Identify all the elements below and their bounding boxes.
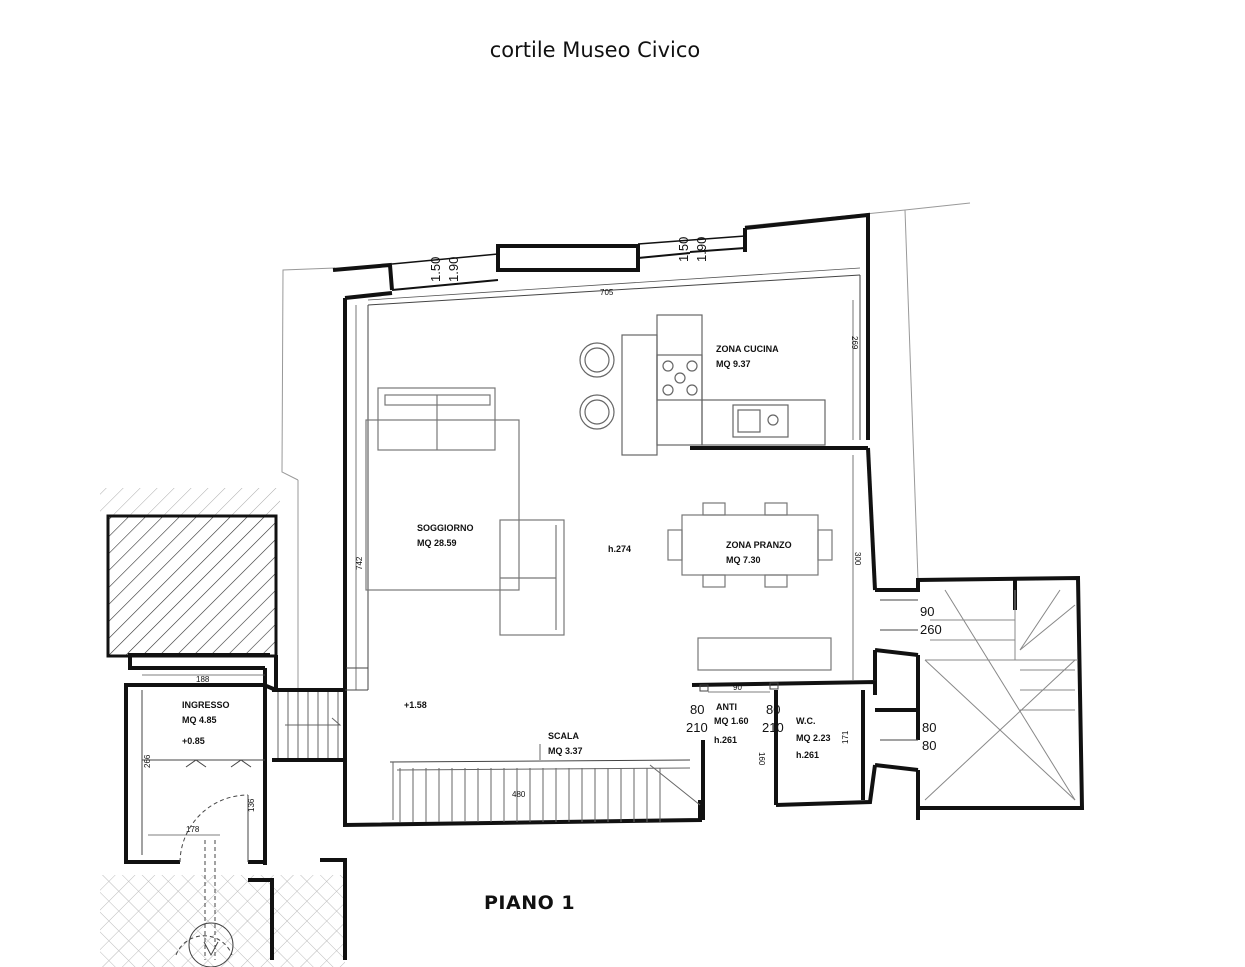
room-pranzo-area: MQ 7.30 — [726, 555, 761, 565]
dim-ingresso-door: 136 — [247, 798, 256, 812]
sink — [732, 404, 789, 438]
sideboard — [697, 637, 832, 671]
anti-door-height: 210 — [686, 720, 708, 735]
room-cucina-area: MQ 9.37 — [716, 359, 751, 369]
room-ingresso-level: +0.85 — [182, 736, 205, 746]
dim-wc-depth: 171 — [841, 730, 850, 744]
floor-label: PIANO 1 — [484, 892, 576, 914]
room-anti-height: h.261 — [714, 735, 737, 745]
cooktop — [656, 354, 703, 401]
room-soggiorno-height: h.274 — [608, 544, 631, 554]
courtyard-label: cortile Museo Civico — [489, 38, 701, 62]
stair-door-width: 90 — [920, 604, 934, 619]
door-swings — [175, 794, 249, 960]
room-anti-name: ANTI — [716, 702, 737, 712]
stair-direction-arrow — [285, 717, 342, 726]
room-soggiorno-area: MQ 28.59 — [417, 538, 457, 548]
room-ingresso-area: MQ 4.85 — [182, 715, 217, 725]
room-ingresso-name: INGRESSO — [182, 700, 230, 710]
living-furniture — [365, 387, 833, 671]
dim-left-height: 742 — [355, 556, 364, 570]
dimension-lines — [142, 267, 861, 836]
kitchen-counter-right — [701, 399, 826, 446]
dim-anti-depth: 160 — [757, 752, 766, 766]
kitchen-island — [621, 334, 658, 456]
anti-door-width: 80 — [690, 702, 704, 717]
room-scala-name: SCALA — [548, 731, 579, 741]
kitchen-fixtures — [579, 314, 826, 456]
room-scala-area: MQ 3.37 — [548, 746, 583, 756]
rug — [365, 419, 520, 591]
dim-anti-width: 90 — [733, 683, 742, 692]
dim-top-width: 705 — [600, 288, 614, 297]
window-2-head: 1.90 — [694, 237, 709, 262]
dim-stair-length: 480 — [512, 790, 526, 799]
right-door-width: 80 — [922, 720, 936, 735]
dim-ingresso-depth: 266 — [143, 754, 152, 768]
room-soggiorno-name: SOGGIORNO — [417, 523, 474, 533]
right-door-height: 80 — [922, 738, 936, 753]
markers — [185, 682, 779, 967]
kitchen-counter-left — [656, 314, 703, 446]
dim-ingresso-bottom: 178 — [186, 825, 200, 834]
ingresso-stair — [277, 692, 342, 758]
adjoining-wall-block — [100, 488, 345, 967]
room-cucina-name: ZONA CUCINA — [716, 344, 779, 354]
room-pranzo-name: ZONA PRANZO — [726, 540, 792, 550]
main-stair — [392, 762, 701, 822]
right-stair-well — [924, 589, 1078, 801]
room-wc-name: W.C. — [796, 716, 816, 726]
dim-ingresso-width: 188 — [196, 675, 210, 684]
window-1-head: 1.90 — [446, 257, 461, 282]
stair-door-height: 260 — [920, 622, 942, 637]
window-2-sill: 1.50 — [676, 237, 691, 262]
dim-pranzo-depth: 300 — [853, 552, 862, 566]
wc-door-width: 80 — [766, 702, 780, 717]
room-scala-level: +1.58 — [404, 700, 427, 710]
room-wc-area: MQ 2.23 — [796, 733, 831, 743]
exterior-walls — [124, 212, 1085, 960]
interior-lines — [141, 274, 918, 855]
dim-cucina-depth: 269 — [850, 336, 859, 350]
window-1-sill: 1.50 — [428, 257, 443, 282]
wc-door-height: 210 — [762, 720, 784, 735]
stool-2 — [579, 394, 615, 430]
room-wc-height: h.261 — [796, 750, 819, 760]
stool-1 — [579, 342, 615, 378]
room-anti-area: MQ 1.60 — [714, 716, 749, 726]
